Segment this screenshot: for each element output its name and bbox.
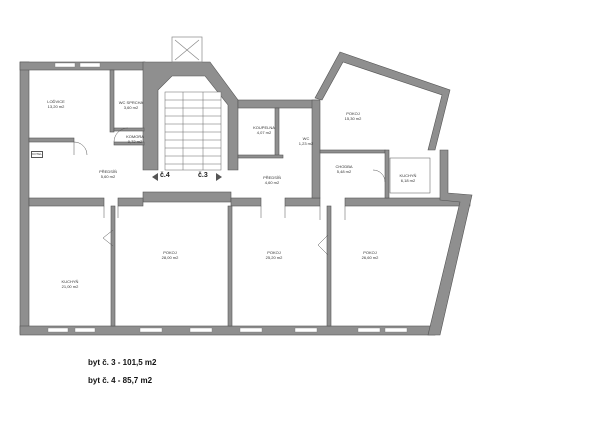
window [384,327,408,333]
window [54,62,76,68]
wall-bath-right [311,99,321,199]
window [189,327,213,333]
window [47,327,69,333]
wall-right-outer [427,149,473,336]
wall-mid-left [28,197,105,207]
door-swing [319,206,346,220]
window [357,327,381,333]
boiler-label: KOTEL [31,151,43,158]
wall-right-slanted [314,51,451,151]
wall-bath-div [274,107,280,157]
summary-apartment-3: byt č. 3 - 101,5 m2 [88,358,157,367]
door-swing [260,206,286,218]
wall-partition-3 [326,205,332,327]
skylight [171,36,203,63]
window [79,62,101,68]
kuchyn-counter [389,157,431,194]
window [294,327,318,333]
wall-wc-left [109,69,115,133]
door-swing [372,169,386,183]
wall-kuchyn-left [384,149,390,199]
wall-mid-3 [230,197,262,207]
window [239,327,263,333]
arrow-right-icon [216,173,222,181]
arrows [152,173,222,181]
door-swing [73,141,88,156]
wall-lodvice-bottom [28,137,75,143]
door-swing [317,234,329,256]
window [139,327,163,333]
staircase [164,91,222,171]
stair-label-4: č.4 [160,172,170,179]
arrow-left-icon [152,173,158,181]
summary-apartment-4: byt č. 4 - 85,7 m2 [88,376,153,385]
window [74,327,96,333]
door-swing [103,206,119,218]
wall-partition-2 [227,205,233,327]
wall-komora-bottom [113,141,145,146]
wall-bath-top [237,99,319,109]
wall-mid-2 [117,197,144,207]
wall-left-outer [19,61,30,335]
wall-bath-bottom [237,154,284,159]
wall-stairwell [142,61,239,171]
wall-chodba-top [319,149,386,154]
wall-mid-4 [284,197,321,207]
door-swing [102,229,114,247]
wall-stair-bottom [142,191,232,203]
wall-partition-1 [110,205,116,327]
wall-wc-bottom [113,127,145,132]
stair-label-3: č.3 [198,172,208,179]
door-swing [113,127,129,143]
